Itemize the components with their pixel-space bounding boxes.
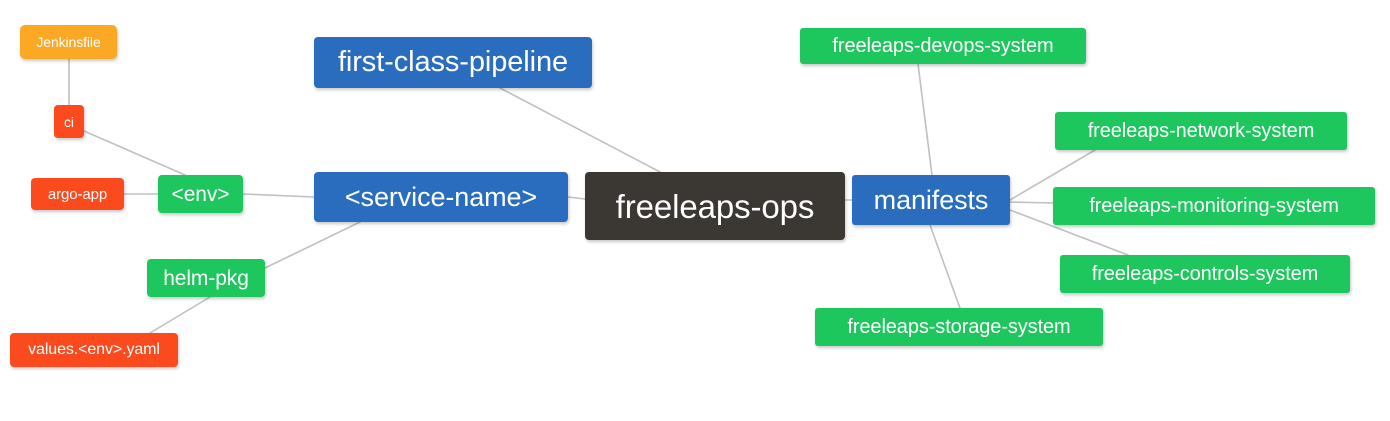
edge-manifests-to-freeleaps-devops-system	[917, 63, 933, 176]
edge-manifests-to-freeleaps-storage-system	[929, 224, 961, 309]
edge-ci-to-env	[83, 130, 186, 176]
node-label-ci: ci	[64, 113, 74, 130]
edge-manifests-to-freeleaps-monitoring-system	[1009, 201, 1054, 204]
node-label-env: <env>	[171, 182, 230, 206]
node-label-freeleaps-devops-system: freeleaps-devops-system	[832, 35, 1054, 57]
node-label-values-env-yaml: values.<env>.yaml	[28, 341, 160, 358]
node-freeleaps-ops[interactable]: freeleaps-ops	[585, 172, 845, 240]
node-service-name[interactable]: <service-name>	[314, 172, 568, 222]
node-label-first-class-pipeline: first-class-pipeline	[337, 46, 569, 78]
node-label-freeleaps-ops: freeleaps-ops	[615, 187, 815, 225]
node-label-argo-app: argo-app	[47, 185, 108, 203]
node-values-env-yaml[interactable]: values.<env>.yaml	[10, 333, 178, 367]
node-first-class-pipeline[interactable]: first-class-pipeline	[314, 37, 592, 88]
node-helm-pkg[interactable]: helm-pkg	[147, 259, 265, 297]
node-ci[interactable]: ci	[54, 105, 84, 138]
node-label-freeleaps-storage-system: freeleaps-storage-system	[847, 316, 1071, 338]
node-env[interactable]: <env>	[158, 175, 243, 213]
node-freeleaps-devops-system[interactable]: freeleaps-devops-system	[800, 28, 1086, 64]
node-label-manifests: manifests	[873, 184, 989, 215]
node-freeleaps-controls-system[interactable]: freeleaps-controls-system	[1060, 255, 1350, 293]
node-jenkinsfile[interactable]: Jenkinsfile	[20, 25, 117, 59]
edge-first-class-pipeline-to-freeleaps-ops	[499, 87, 661, 173]
node-freeleaps-network-system[interactable]: freeleaps-network-system	[1055, 112, 1347, 150]
node-label-freeleaps-monitoring-system: freeleaps-monitoring-system	[1089, 195, 1339, 217]
edge-values-env-yaml-to-helm-pkg	[149, 296, 211, 334]
node-label-freeleaps-controls-system: freeleaps-controls-system	[1091, 263, 1319, 285]
node-freeleaps-storage-system[interactable]: freeleaps-storage-system	[815, 308, 1103, 346]
edge-service-name-to-freeleaps-ops	[567, 196, 586, 200]
node-label-service-name: <service-name>	[344, 181, 538, 212]
edge-helm-pkg-to-service-name	[264, 221, 361, 269]
node-freeleaps-monitoring-system[interactable]: freeleaps-monitoring-system	[1053, 187, 1375, 225]
node-label-jenkinsfile: Jenkinsfile	[36, 34, 101, 50]
node-argo-app[interactable]: argo-app	[31, 178, 124, 210]
node-label-helm-pkg: helm-pkg	[163, 266, 249, 290]
edge-env-to-service-name	[242, 193, 315, 198]
node-label-freeleaps-network-system: freeleaps-network-system	[1087, 120, 1315, 142]
node-manifests[interactable]: manifests	[852, 175, 1010, 225]
